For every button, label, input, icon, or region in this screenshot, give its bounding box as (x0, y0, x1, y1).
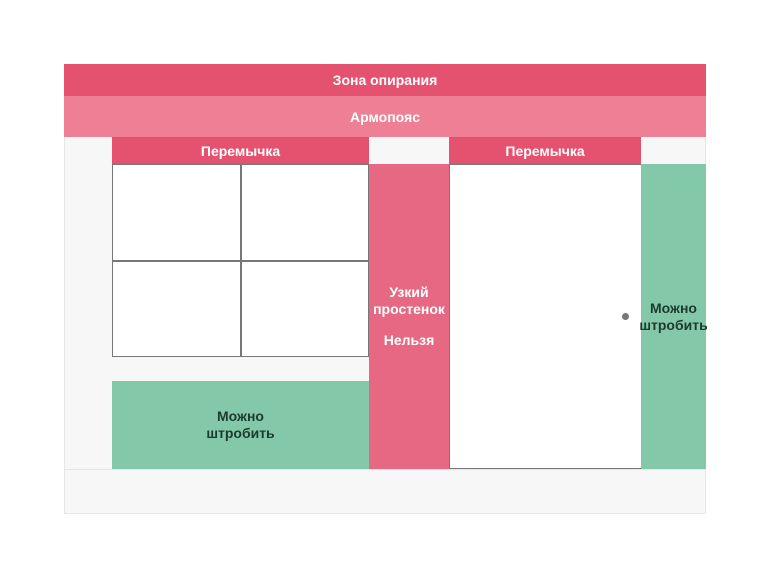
pier-line2: простенок (373, 301, 445, 317)
lintel-right-label: Перемычка (505, 142, 585, 159)
allowed-zone-line1: Можно (217, 408, 264, 424)
narrow-pier: Узкий простенок Нельзя (369, 164, 449, 469)
support-zone-band: Зона опирания (64, 64, 706, 96)
support-zone-label: Зона опирания (332, 72, 438, 88)
door-handle-icon (622, 313, 629, 320)
lintel-left: Перемычка (112, 137, 369, 164)
window-transom (113, 260, 368, 262)
pier-forbidden-label: Нельзя (383, 332, 435, 348)
door-frame (449, 164, 642, 469)
side-allowed-line1: Можно (650, 299, 697, 316)
pier-line1: Узкий (389, 284, 429, 300)
reinforcement-belt-label: Армопояс (350, 108, 420, 125)
side-allowed-line2: штробить (639, 316, 708, 333)
reinforcement-belt-band: Армопояс (64, 96, 706, 137)
lintel-left-label: Перемычка (200, 142, 281, 159)
allowed-zone-side-wall: Можно штробить (639, 164, 708, 469)
allowed-zone-line2: штробить (206, 425, 275, 441)
window-frame (112, 164, 369, 357)
lintel-right: Перемычка (449, 137, 641, 164)
floor-line (64, 469, 706, 470)
allowed-zone-under-window: Можно штробить (112, 381, 369, 469)
